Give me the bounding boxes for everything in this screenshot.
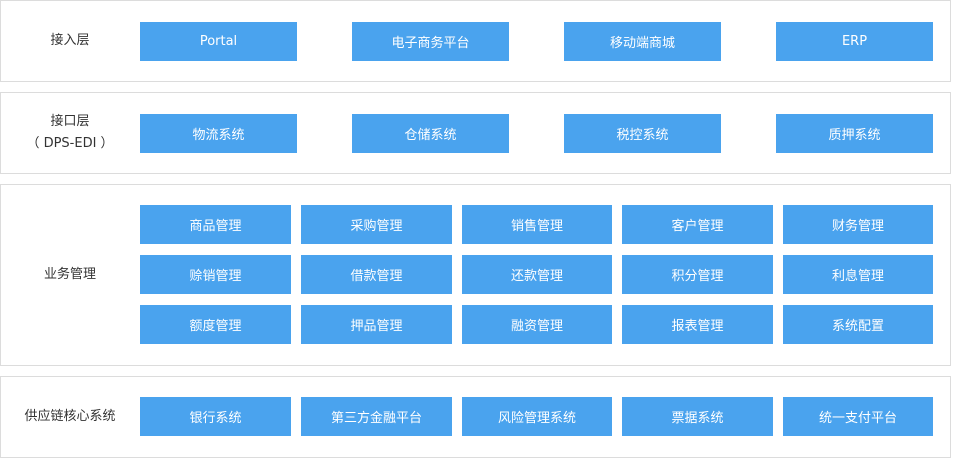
risk-management-system-box[interactable]: 风险管理系统	[462, 397, 612, 436]
layer-title: 业务管理	[43, 267, 96, 282]
customer-management-box[interactable]: 客户管理	[622, 205, 773, 244]
mobile-mall-box[interactable]: 移动端商城	[564, 22, 721, 61]
sales-management-box[interactable]: 销售管理	[462, 205, 612, 244]
third-party-finance-platform-box[interactable]: 第三方金融平台	[301, 397, 452, 436]
finance-management-box[interactable]: 财务管理	[783, 205, 933, 244]
purchase-management-box[interactable]: 采购管理	[301, 205, 452, 244]
layer-title: 供应链核心系统	[24, 409, 116, 424]
interest-management-box[interactable]: 利息管理	[783, 255, 933, 294]
ecommerce-platform-box[interactable]: 电子商务平台	[352, 22, 509, 61]
business-layer-label: 业务管理	[1, 185, 139, 365]
interface-layer-label: 接口层 （ DPS-EDI ）	[1, 93, 139, 173]
points-management-box[interactable]: 积分管理	[622, 255, 773, 294]
access-layer-label: 接入层	[1, 1, 139, 81]
portal-box[interactable]: Portal	[140, 22, 297, 61]
product-management-box[interactable]: 商品管理	[140, 205, 291, 244]
layer-title: 接入层	[50, 33, 90, 48]
bank-system-box[interactable]: 银行系统	[140, 397, 291, 436]
bill-system-box[interactable]: 票据系统	[622, 397, 773, 436]
interface-layer: 接口层 （ DPS-EDI ） 物流系统 仓储系统 税控系统 质押系统	[0, 92, 951, 174]
layer-title: 接口层	[50, 114, 90, 129]
repayment-management-box[interactable]: 还款管理	[462, 255, 612, 294]
report-management-box[interactable]: 报表管理	[622, 305, 773, 344]
credit-sales-management-box[interactable]: 赊销管理	[140, 255, 291, 294]
unified-payment-platform-box[interactable]: 统一支付平台	[783, 397, 933, 436]
core-layer-label: 供应链核心系统	[1, 377, 139, 457]
access-layer: 接入层 Portal 电子商务平台 移动端商城 ERP	[0, 0, 951, 82]
layer-subtitle: （ DPS-EDI ）	[26, 136, 114, 151]
business-management-layer: 业务管理 商品管理 采购管理 销售管理 客户管理 财务管理 赊销管理 借款管理 …	[0, 184, 951, 366]
supply-chain-core-layer: 供应链核心系统 银行系统 第三方金融平台 风险管理系统 票据系统 统一支付平台	[0, 376, 951, 458]
pledge-system-box[interactable]: 质押系统	[776, 114, 933, 153]
erp-box[interactable]: ERP	[776, 22, 933, 61]
tax-control-system-box[interactable]: 税控系统	[564, 114, 721, 153]
financing-management-box[interactable]: 融资管理	[462, 305, 612, 344]
loan-management-box[interactable]: 借款管理	[301, 255, 452, 294]
warehouse-system-box[interactable]: 仓储系统	[352, 114, 509, 153]
collateral-management-box[interactable]: 押品管理	[301, 305, 452, 344]
system-config-box[interactable]: 系统配置	[783, 305, 933, 344]
quota-management-box[interactable]: 额度管理	[140, 305, 291, 344]
logistics-system-box[interactable]: 物流系统	[140, 114, 297, 153]
